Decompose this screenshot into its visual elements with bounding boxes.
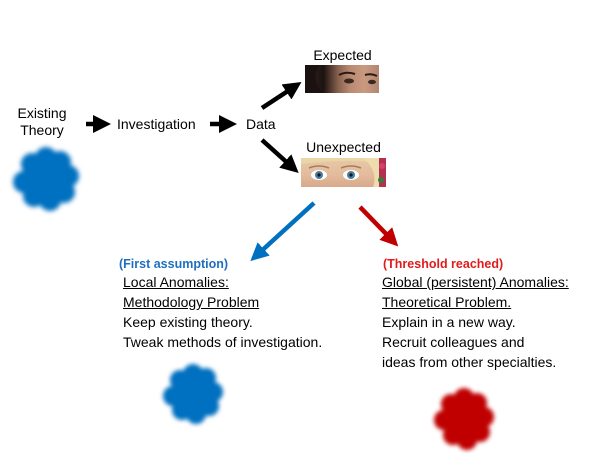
data-label: Data — [246, 116, 276, 132]
existing-theory-line1: Existing — [17, 105, 67, 121]
local-branch-tag: (First assumption) — [119, 257, 229, 271]
global-branch-body-3: ideas from other specialties. — [382, 354, 557, 370]
global-branch-heading-1: Global (persistent) Anomalies: — [382, 274, 569, 290]
local-blob-blue — [163, 364, 223, 424]
arrow-local-branch — [250, 201, 316, 262]
local-branch-body-1: Keep existing theory. — [123, 314, 253, 330]
global-branch-text: Global (persistent) Anomalies: Theoretic… — [382, 272, 569, 372]
expected-label: Expected — [313, 47, 372, 63]
global-branch-heading-2: Theoretical Problem. — [382, 294, 512, 310]
global-branch-body-1: Explain in a new way. — [382, 314, 516, 330]
arrow-data-to-unexpected — [260, 138, 299, 174]
expected-face-image — [305, 65, 379, 93]
unexpected-label: Unexpected — [306, 139, 381, 155]
unexpected-face-image — [301, 158, 386, 187]
existing-theory-label: Existing Theory — [12, 105, 72, 139]
local-branch-text: Local Anomalies: Methodology Problem Kee… — [123, 272, 322, 352]
existing-theory-line2: Theory — [20, 122, 64, 138]
global-branch-tag: (Threshold reached) — [383, 257, 504, 271]
arrow-global-branch — [358, 205, 399, 247]
investigation-label: Investigation — [117, 116, 196, 132]
global-blob-red — [434, 388, 494, 450]
arrow-data-to-expected — [260, 82, 302, 110]
global-branch-body-2: Recruit colleagues and — [382, 334, 525, 350]
local-branch-heading-2: Methodology Problem — [123, 294, 260, 310]
local-branch-body-2: Tweak methods of investigation. — [123, 334, 323, 350]
theory-blob-blue — [13, 147, 79, 211]
local-branch-heading-1: Local Anomalies: — [123, 274, 229, 290]
